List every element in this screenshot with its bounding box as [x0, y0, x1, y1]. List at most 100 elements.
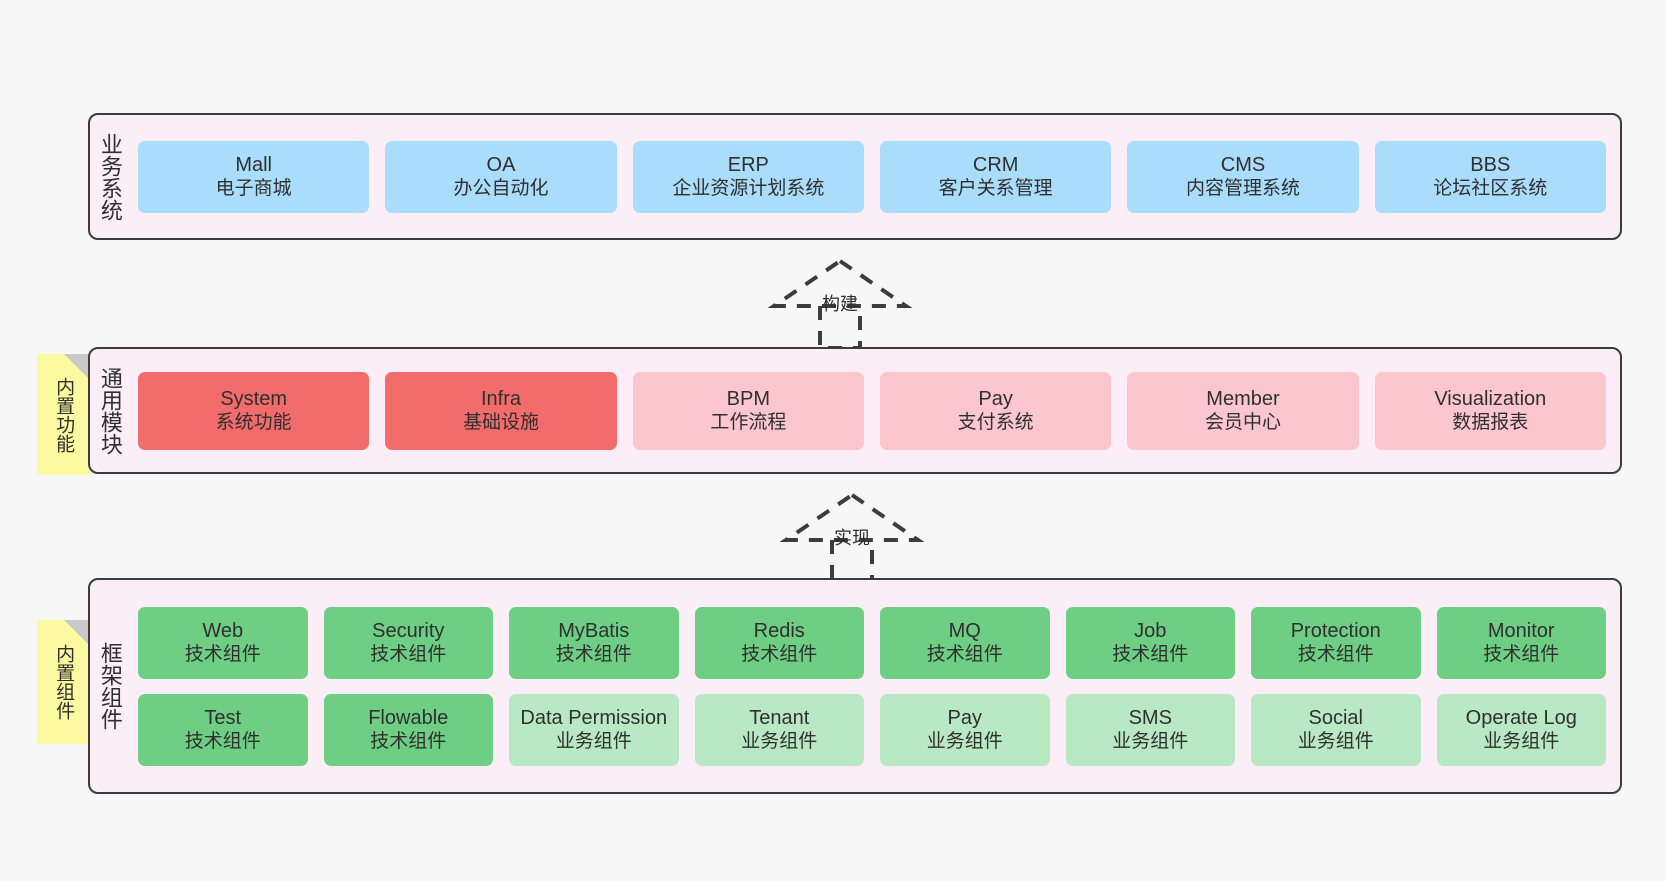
card-monitor-subtitle: 技术组件: [1483, 644, 1560, 666]
card-security[interactable]: Security 技术组件: [323, 606, 493, 679]
card-job-subtitle: 技术组件: [1112, 644, 1189, 666]
framework-tech-row: Web 技术组件 Security 技术组件 MyBatis 技术组件 Redi…: [138, 606, 1606, 679]
note-builtin-component-label: 内置组件: [53, 644, 75, 720]
card-oa-subtitle: 办公自动化: [453, 178, 549, 200]
card-pay-component[interactable]: Pay 业务组件: [880, 693, 1050, 766]
card-social[interactable]: Social 业务组件: [1251, 693, 1421, 766]
connector-implement-icon: [779, 492, 925, 584]
card-mall-subtitle: 电子商城: [215, 178, 292, 200]
card-system-title: System: [220, 387, 287, 410]
card-flowable[interactable]: Flowable 技术组件: [323, 693, 493, 766]
layer-framework-component-body: Web 技术组件 Security 技术组件 MyBatis 技术组件 Redi…: [130, 580, 1620, 792]
layer-framework-component-label: 框架组件: [97, 642, 123, 730]
layer-business-system-label: 业务系统: [97, 132, 123, 221]
card-pay-component-title: Pay: [947, 706, 982, 729]
card-bbs[interactable]: BBS 论坛社区系统: [1374, 140, 1606, 213]
card-sms-title: SMS: [1128, 706, 1172, 729]
card-mq-title: MQ: [948, 619, 981, 642]
connector-build-icon: [767, 258, 913, 350]
card-infra-title: Infra: [480, 387, 521, 410]
card-web-title: Web: [202, 619, 244, 642]
card-member-subtitle: 会员中心: [1204, 412, 1281, 434]
card-cms-title: CMS: [1220, 153, 1266, 176]
card-pay-component-subtitle: 业务组件: [926, 731, 1003, 753]
card-security-subtitle: 技术组件: [370, 644, 447, 666]
card-tenant-subtitle: 业务组件: [741, 731, 818, 753]
card-social-subtitle: 业务组件: [1297, 731, 1374, 753]
card-monitor[interactable]: Monitor 技术组件: [1436, 606, 1606, 679]
note-builtin-component: 内置组件: [37, 620, 90, 744]
card-protection-subtitle: 技术组件: [1297, 644, 1374, 666]
note-builtin-function-label: 内置功能: [53, 376, 75, 453]
card-bpm-title: BPM: [726, 387, 770, 410]
card-oa-title: OA: [486, 153, 516, 176]
card-protection-title: Protection: [1290, 619, 1381, 642]
card-mybatis-title: MyBatis: [558, 619, 630, 642]
card-system-subtitle: 系统功能: [215, 412, 292, 434]
card-bbs-subtitle: 论坛社区系统: [1433, 178, 1548, 200]
card-oa[interactable]: OA 办公自动化: [385, 140, 617, 213]
card-mybatis-subtitle: 技术组件: [555, 644, 632, 666]
card-data-permission-title: Data Permission: [520, 706, 668, 729]
card-mq[interactable]: MQ 技术组件: [880, 606, 1050, 679]
card-flowable-subtitle: 技术组件: [370, 731, 447, 753]
card-protection[interactable]: Protection 技术组件: [1251, 606, 1421, 679]
card-tenant[interactable]: Tenant 业务组件: [694, 693, 864, 766]
card-cms-subtitle: 内容管理系统: [1185, 178, 1300, 200]
card-crm-subtitle: 客户关系管理: [938, 178, 1053, 200]
card-sms[interactable]: SMS 业务组件: [1065, 693, 1235, 766]
card-infra[interactable]: Infra 基础设施: [385, 371, 617, 450]
card-sms-subtitle: 业务组件: [1112, 731, 1189, 753]
card-operate-log-title: Operate Log: [1465, 706, 1577, 729]
card-job[interactable]: Job 技术组件: [1065, 606, 1235, 679]
card-monitor-title: Monitor: [1487, 619, 1555, 642]
card-erp-subtitle: 企业资源计划系统: [672, 178, 825, 200]
card-pay-module-subtitle: 支付系统: [957, 412, 1034, 434]
card-system[interactable]: System 系统功能: [138, 371, 370, 450]
card-mybatis[interactable]: MyBatis 技术组件: [509, 606, 679, 679]
business-system-row: Mall 电子商城 OA 办公自动化 ERP 企业资源计划系统 CRM 客户关系…: [138, 140, 1606, 213]
framework-biz-row: Test 技术组件 Flowable 技术组件 Data Permission …: [138, 693, 1606, 766]
card-tenant-title: Tenant: [749, 706, 810, 729]
common-module-row: System 系统功能 Infra 基础设施 BPM 工作流程 Pay 支付系统…: [138, 371, 1606, 450]
note-builtin-function: 内置功能: [37, 354, 90, 475]
card-redis[interactable]: Redis 技术组件: [694, 606, 864, 679]
card-cms[interactable]: CMS 内容管理系统: [1127, 140, 1359, 213]
card-mall-title: Mall: [235, 153, 272, 176]
card-pay-module[interactable]: Pay 支付系统: [879, 371, 1112, 450]
card-web[interactable]: Web 技术组件: [138, 606, 308, 679]
card-erp[interactable]: ERP 企业资源计划系统: [632, 140, 864, 213]
card-mall[interactable]: Mall 电子商城: [138, 140, 370, 213]
card-infra-subtitle: 基础设施: [462, 412, 539, 434]
card-data-permission[interactable]: Data Permission 业务组件: [509, 693, 679, 766]
card-test-subtitle: 技术组件: [184, 731, 261, 753]
card-visualization-title: Visualization: [1434, 387, 1547, 410]
card-member-title: Member: [1206, 387, 1280, 410]
card-redis-subtitle: 技术组件: [741, 644, 818, 666]
card-operate-log[interactable]: Operate Log 业务组件: [1436, 693, 1606, 766]
layer-common-module-body: System 系统功能 Infra 基础设施 BPM 工作流程 Pay 支付系统…: [130, 349, 1620, 472]
card-test[interactable]: Test 技术组件: [138, 693, 308, 766]
card-pay-module-title: Pay: [978, 387, 1013, 410]
card-job-title: Job: [1134, 619, 1167, 642]
card-crm-title: CRM: [972, 153, 1019, 176]
card-redis-title: Redis: [753, 619, 805, 642]
card-test-title: Test: [204, 706, 242, 729]
card-social-title: Social: [1308, 706, 1363, 729]
connector-implement: 实现: [772, 492, 932, 585]
connector-build: 构建: [760, 258, 920, 351]
card-visualization[interactable]: Visualization 数据报表: [1374, 371, 1606, 450]
card-security-title: Security: [372, 619, 445, 642]
card-crm[interactable]: CRM 客户关系管理: [879, 140, 1112, 213]
card-bpm-subtitle: 工作流程: [710, 412, 787, 434]
card-mq-subtitle: 技术组件: [926, 644, 1003, 666]
card-web-subtitle: 技术组件: [184, 644, 261, 666]
layer-framework-component: 框架组件 Web 技术组件 Security 技术组件 MyBatis 技术组件…: [88, 578, 1622, 794]
card-member[interactable]: Member 会员中心: [1127, 371, 1359, 450]
card-flowable-title: Flowable: [368, 706, 449, 729]
card-erp-title: ERP: [727, 153, 769, 176]
card-visualization-subtitle: 数据报表: [1452, 412, 1529, 434]
card-bpm[interactable]: BPM 工作流程: [632, 371, 864, 450]
layer-common-module: 通用模块 System 系统功能 Infra 基础设施 BPM 工作流程 Pay: [88, 347, 1622, 474]
